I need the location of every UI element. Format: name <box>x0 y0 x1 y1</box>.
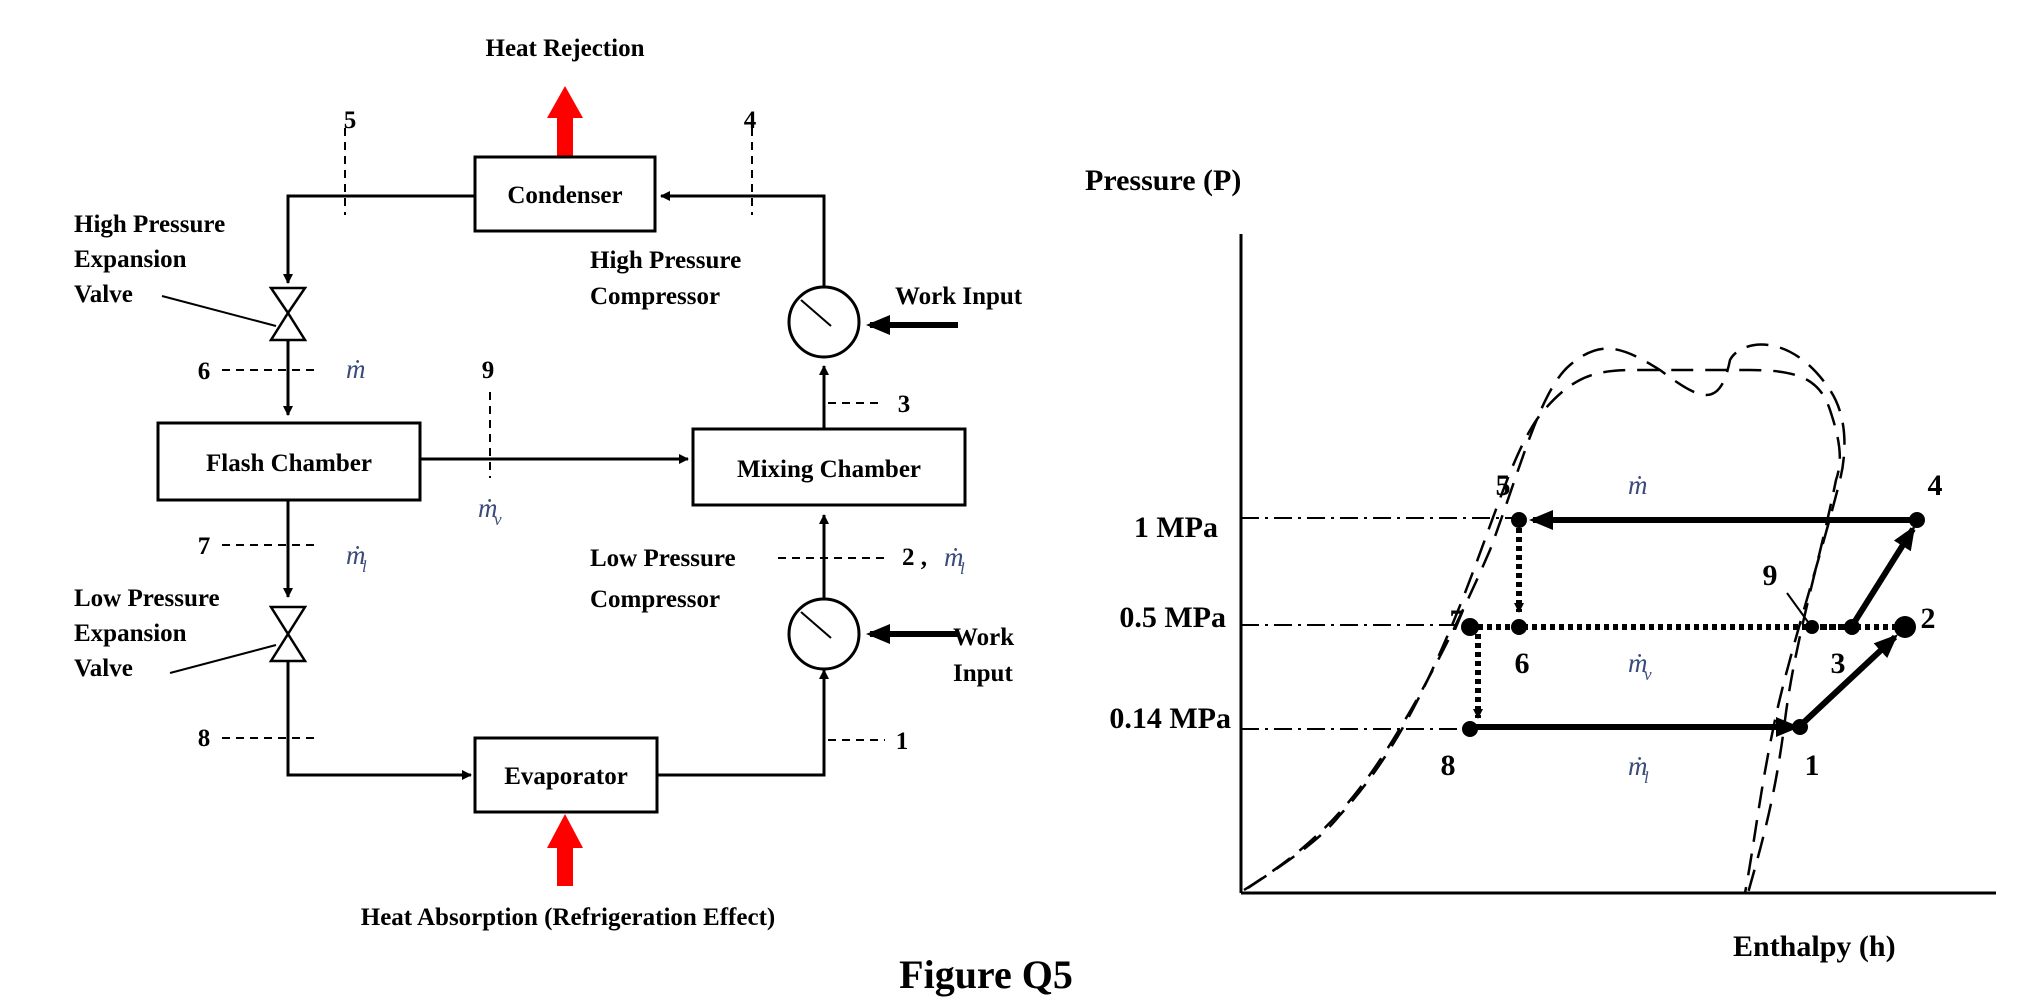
flow-ml-sub-state2: l <box>960 559 965 578</box>
pressure-label-0_5mpa: 0.5 MPa <box>1119 601 1226 634</box>
lp-valve-label-2: Expansion <box>74 620 187 647</box>
refrigeration-schematic: Heat Rejection Condenser High Pressure E… <box>74 35 1023 931</box>
lp-compressor-inner-line <box>800 611 832 639</box>
point-9-label: 9 <box>1763 559 1778 592</box>
lp-compressor-icon <box>787 597 861 671</box>
evaporator-box <box>473 736 659 814</box>
state-6-label: 6 <box>198 358 211 385</box>
point-4 <box>1909 512 1925 528</box>
point-5-label: 5 <box>1496 469 1511 502</box>
line-evaporator-to-lp-compressor <box>657 669 829 777</box>
pressure-label-0_14mpa: 0.14 MPa <box>1109 702 1231 735</box>
saturation-dome <box>1247 368 1842 894</box>
flash-chamber-box <box>156 421 422 502</box>
state-3-label: 3 <box>898 391 911 418</box>
point-6 <box>1511 619 1527 635</box>
line-hp-compressor-to-condenser <box>660 191 826 287</box>
flow-m-schematic: ṁ <box>346 354 366 384</box>
hp-work-input-label: Work Input <box>895 283 1023 310</box>
lp-valve-label-1: Low Pressure <box>74 585 220 612</box>
point-9 <box>1805 620 1819 634</box>
point-3-label: 3 <box>1831 647 1846 680</box>
hp-compressor-icon <box>787 285 861 359</box>
dome-placeholder <box>1243 343 1846 894</box>
lp-expansion-valve-icon <box>268 605 308 663</box>
heat-absorption-arrow <box>547 814 583 886</box>
point-1 <box>1792 719 1808 735</box>
state-1-label: 1 <box>896 728 909 755</box>
state-5-label: 5 <box>344 107 357 134</box>
condenser-box <box>473 155 657 233</box>
hp-expansion-valve-icon <box>268 286 308 342</box>
point-3 <box>1844 619 1860 635</box>
line-condenser-to-hp-valve <box>283 194 475 284</box>
point-2 <box>1894 616 1916 638</box>
figure-caption: Figure Q5 <box>899 952 1073 997</box>
lp-valve-label-3: Valve <box>74 655 133 682</box>
heat-rejection-arrow <box>547 86 583 156</box>
lp-compressor-label-2: Compressor <box>590 586 720 613</box>
hp-valve-label-1: High Pressure <box>74 211 225 238</box>
point-4-label: 4 <box>1928 469 1943 502</box>
mixing-chamber-box <box>691 427 967 507</box>
flow-ml-schematic: ṁ <box>346 540 366 570</box>
hp-valve-leader <box>161 295 277 327</box>
point-2-label: 2 <box>1921 602 1936 635</box>
flow-ml-state2: ṁ <box>944 542 964 572</box>
pressure-label-1mpa: 1 MPa <box>1134 511 1218 544</box>
heat-rejection-label: Heat Rejection <box>486 35 645 62</box>
point-5 <box>1511 512 1527 528</box>
condenser-label: Condenser <box>507 182 622 209</box>
flow-ml-sub-schematic: l <box>362 557 367 576</box>
state-9-label: 9 <box>482 357 495 384</box>
point-7 <box>1461 618 1479 636</box>
ph-diagram: Pressure (P) Enthalpy (h) 1 MPa 0.5 MPa … <box>1085 164 1996 963</box>
lp-valve-leader <box>169 644 277 674</box>
flow-mv-sub-schematic: v <box>494 510 502 529</box>
lp-work-input-label-2: Input <box>953 660 1013 687</box>
hp-compressor-inner-line <box>800 299 832 327</box>
point-1-label: 1 <box>1805 749 1820 782</box>
heat-absorption-label: Heat Absorption (Refrigeration Effect) <box>361 904 775 931</box>
lp-compressor-label-1: Low Pressure <box>590 545 736 572</box>
hp-compressor-label-2: Compressor <box>590 283 720 310</box>
lp-work-input-label-1: Work <box>953 624 1014 651</box>
hp-valve-label-3: Valve <box>74 281 133 308</box>
flow-m-ph: ṁ <box>1628 470 1648 500</box>
point-8-label: 8 <box>1441 749 1456 782</box>
state-7-label: 7 <box>198 533 211 560</box>
hp-valve-label-2: Expansion <box>74 246 187 273</box>
flash-chamber-label: Flash Chamber <box>206 450 372 477</box>
state-2-label: 2 , <box>902 544 927 571</box>
state-4-label: 4 <box>744 107 757 134</box>
flow-mv-sub-ph: v <box>1644 665 1652 684</box>
flow-ml-sub-ph: l <box>1644 768 1649 787</box>
evaporator-label: Evaporator <box>504 763 628 790</box>
line-lp-valve-to-evaporator <box>286 661 472 780</box>
flow-mv-schematic: ṁ <box>478 493 498 523</box>
process-3-4 <box>1849 525 1916 628</box>
point-8 <box>1462 721 1478 737</box>
x-axis-label: Enthalpy (h) <box>1733 930 1896 963</box>
flow-mv-ph: ṁ <box>1628 648 1648 678</box>
point-6-label: 6 <box>1515 647 1530 680</box>
point-7-label: 7 <box>1450 604 1465 637</box>
y-axis-label: Pressure (P) <box>1085 164 1241 197</box>
state-8-label: 8 <box>198 725 211 752</box>
process-1-2 <box>1799 634 1898 727</box>
flow-ml-ph: ṁ <box>1628 751 1648 781</box>
point-9-leader <box>1786 592 1809 623</box>
mixing-chamber-label: Mixing Chamber <box>737 456 921 483</box>
hp-compressor-label-1: High Pressure <box>590 247 741 274</box>
